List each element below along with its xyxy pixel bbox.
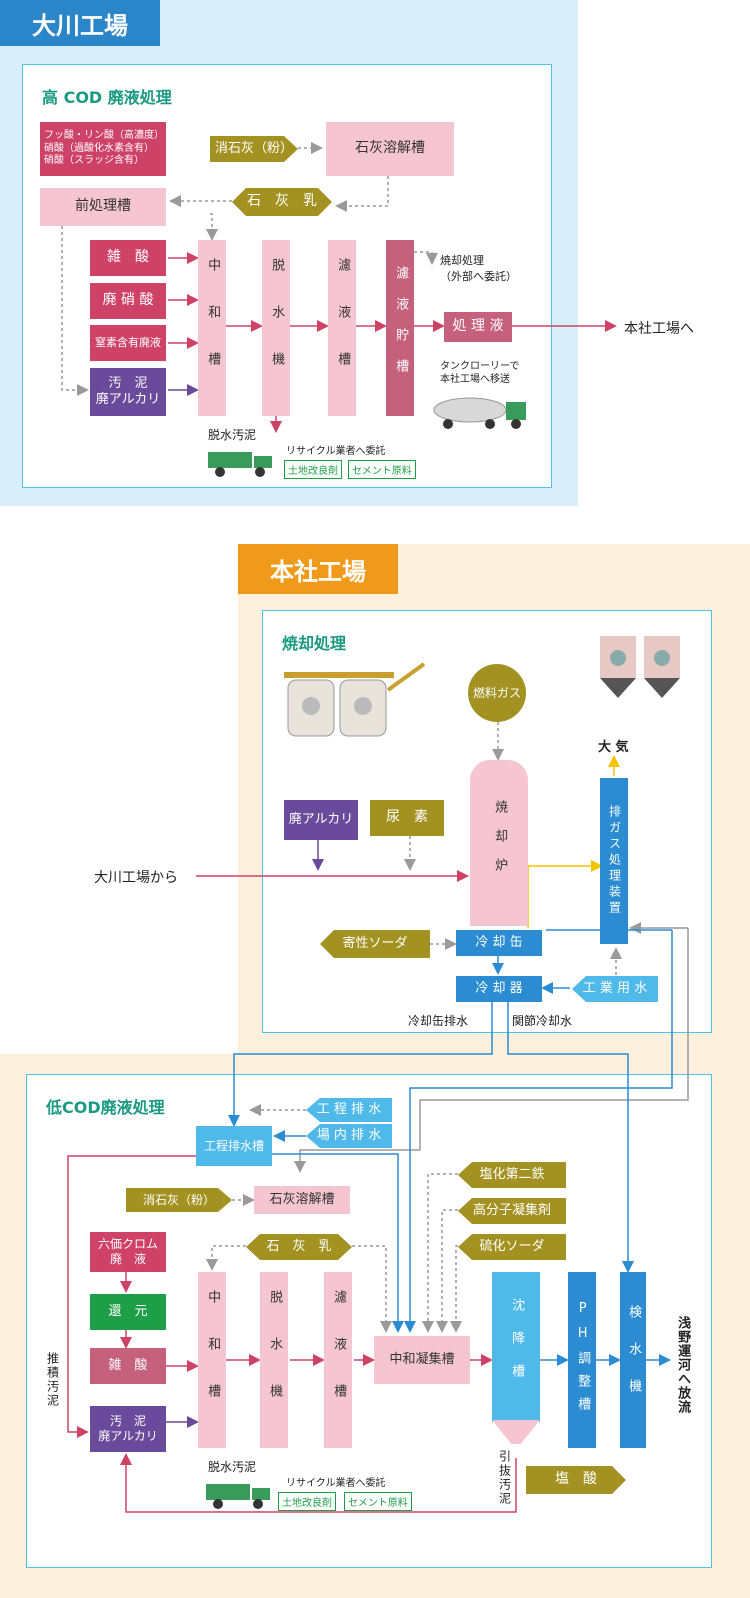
recycle-label-low: リサイクル業者へ委託 [286, 1478, 386, 1489]
polymer-coagulant: 高分子凝集剤 [458, 1198, 566, 1224]
ph-adjust-tank: PH調整槽 [568, 1272, 596, 1448]
soil-tag-okawa: 土地改良剤 [284, 460, 342, 479]
plant-drain: 場 内 排 水 [306, 1124, 392, 1148]
cement-tag-low: セメント原料 [344, 1492, 412, 1511]
input-misc-acid: 雑 酸 [90, 240, 166, 276]
atmosphere-label: 大 気 [598, 740, 629, 755]
slaked-lime-okawa: 消石灰（粉） [210, 136, 298, 162]
okawa-section-title: 高 COD 廃液処理 [42, 88, 172, 107]
settling-tank: 沈降槽 [492, 1272, 540, 1422]
drain-tank: 工程排水槽 [196, 1126, 272, 1166]
neutralize-tank: 中和槽 [198, 240, 226, 416]
fuel-gas: 燃料ガス [468, 664, 526, 722]
exhaust-treatment: 排ガス処理装置 [600, 778, 628, 944]
pretreat-tank: 前処理槽 [40, 188, 166, 226]
dump-truck-icon [208, 452, 272, 477]
filtrate-storage: 濾液貯槽 [386, 240, 414, 416]
misc-acid-low: 雑 酸 [90, 1348, 166, 1384]
recycle-label-okawa: リサイクル業者へ委託 [286, 446, 386, 457]
waste-alkali-honsha: 廃アルカリ [284, 800, 358, 840]
incinerate-label: 焼却処理 （外部へ委託） [440, 254, 517, 283]
joint-cooling-label: 関節冷却水 [512, 1014, 573, 1028]
hexavalent-chromium: 六価クロム 廃 液 [90, 1232, 166, 1272]
slaked-lime-low: 消石灰（粉） [126, 1188, 232, 1212]
lime-milk-okawa: 石 灰 乳 [232, 188, 332, 216]
quench-tank: 冷 却 缶 [456, 930, 542, 956]
sludge-label-low: 脱水汚泥 [208, 1460, 257, 1474]
input-waste-nitric: 廃 硝 酸 [90, 283, 166, 319]
input-sludge-alkali: 汚 泥 廃アルカリ [90, 368, 166, 416]
dehydrator-low: 脱水機 [260, 1272, 288, 1448]
process-drain: 工 程 排 水 [306, 1098, 392, 1122]
withdrawn-sludge-label: 引抜汚泥 [497, 1450, 512, 1506]
tank-facility-icon [284, 662, 426, 737]
acid-item: 硝酸（スラッジ含有） [44, 155, 144, 167]
silo-icon [600, 636, 680, 698]
filtrate-tank: 濾液槽 [328, 240, 356, 416]
honsha-title: 本社工場 [238, 544, 398, 594]
to-head-office: 本社工場へ [624, 321, 694, 337]
dump-truck-icon [206, 1484, 270, 1509]
quench-drain-label: 冷却缶排水 [408, 1014, 469, 1028]
lime-milk-low: 石 灰 乳 [246, 1234, 352, 1260]
treated-liquid: 処 理 液 [444, 312, 512, 342]
industrial-water: 工 業 用 水 [572, 976, 658, 1002]
deposited-sludge-label: 推積汚泥 [45, 1352, 60, 1408]
incinerator: 焼却炉 [470, 760, 528, 926]
acid-item: フッ酸・リン酸（高濃度） [44, 130, 164, 142]
discharge-label: 浅野運河へ放流 [675, 1316, 691, 1414]
urea: 尿 素 [370, 800, 444, 836]
water-inspection: 検水機 [620, 1272, 646, 1448]
reduction: 還 元 [90, 1294, 166, 1330]
from-okawa-label: 大川工場から [94, 870, 178, 886]
acid-list: フッ酸・リン酸（高濃度） 硝酸（過酸化水素含有） 硝酸（スラッジ含有） [40, 122, 166, 176]
cement-tag-okawa: セメント原料 [348, 460, 416, 479]
input-nitrogen-waste: 窒素含有廃液 [90, 325, 166, 361]
tanker-truck-icon [433, 397, 526, 429]
hydrochloric-acid: 塩 酸 [526, 1466, 626, 1494]
soil-tag-low: 土地改良剤 [278, 1492, 336, 1511]
cooler: 冷 却 器 [456, 976, 542, 1002]
tanker-note: タンクローリーで 本社工場へ移送 [440, 361, 520, 385]
lime-tank-okawa: 石灰溶解槽 [326, 122, 454, 176]
low-cod-section-title: 低COD廃液処理 [46, 1098, 165, 1117]
dehydrator: 脱水機 [262, 240, 290, 416]
caustic-soda: 寄性ソーダ [320, 930, 430, 958]
coagulation-tank: 中和凝集槽 [374, 1336, 470, 1384]
neutralize-tank-low: 中和槽 [198, 1272, 226, 1448]
ferric-chloride: 塩化第二鉄 [458, 1162, 566, 1188]
sludge-label-okawa: 脱水汚泥 [208, 428, 257, 442]
lime-tank-low: 石灰溶解槽 [254, 1186, 350, 1214]
filtrate-tank-low: 濾液槽 [324, 1272, 352, 1448]
sludge-alkali-low: 汚 泥 廃アルカリ [90, 1406, 166, 1452]
sodium-sulfide: 硫化ソーダ [458, 1234, 566, 1260]
okawa-title: 大川工場 [0, 0, 160, 46]
honsha-section-title: 焼却処理 [282, 634, 347, 653]
acid-item: 硝酸（過酸化水素含有） [44, 142, 154, 154]
